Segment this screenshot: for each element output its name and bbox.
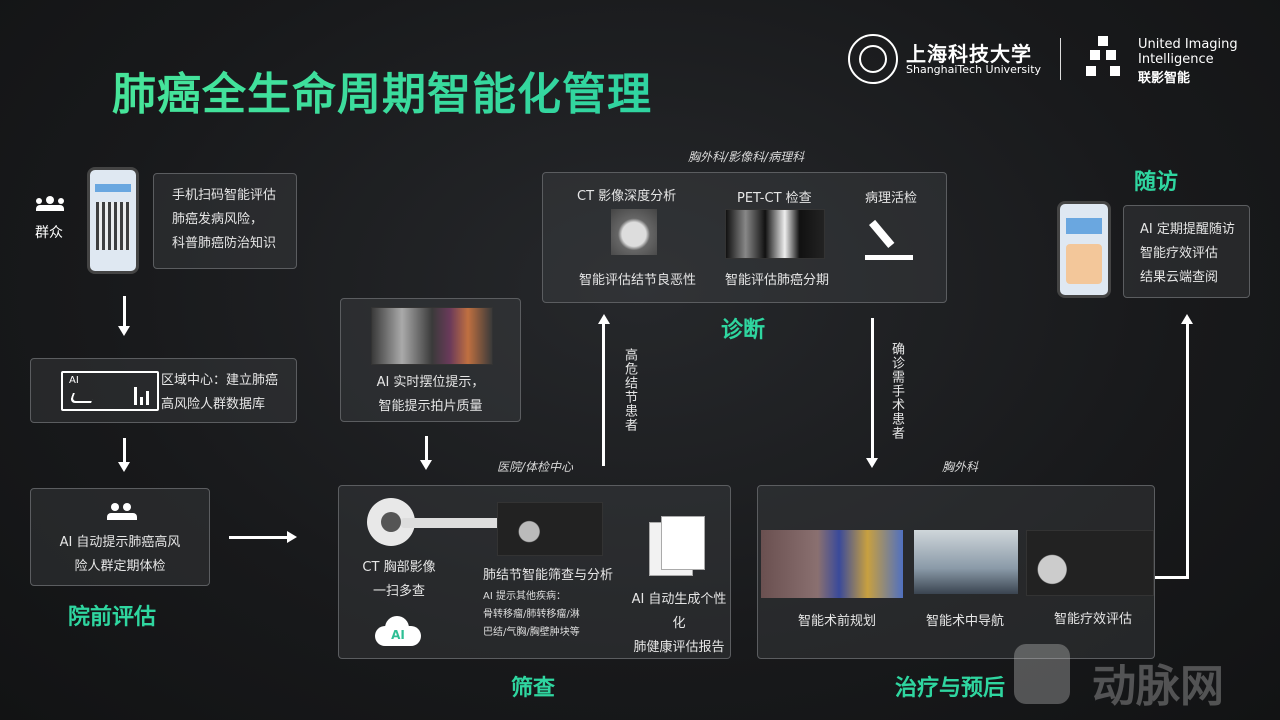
followup-line-2: 智能疗效评估 xyxy=(1140,246,1219,261)
positioning-line-1: AI 实时摆位提示， xyxy=(376,375,485,390)
ct-deep-sub: 智能评估结节良恶性 xyxy=(579,273,697,288)
pre-eval-box-2-line-2: 高风险人群数据库 xyxy=(161,397,266,412)
screening-box: CT 胸部影像 一扫多查 AI 肺结节智能筛查与分析 AI 提示其他疾病： 骨转… xyxy=(338,485,731,659)
ai-dashboard-icon: AI xyxy=(61,371,159,411)
petct-label: PET-CT 检查 xyxy=(737,191,812,206)
uii-logo-icon xyxy=(1086,36,1122,80)
uii-name-en-1: United Imaging xyxy=(1138,37,1238,52)
pre-eval-box-3-line-2: 险人群定期体检 xyxy=(74,559,166,574)
arrow-elbow-v xyxy=(1186,324,1189,579)
treatment-item-1: 智能术前规划 xyxy=(798,614,877,629)
shanghaitech-name-en: ShanghaiTech University xyxy=(906,63,1042,76)
screening-dept: 医院/体检中心 xyxy=(497,460,574,474)
pre-eval-box-3-line-1: AI 自动提示肺癌高风 xyxy=(59,535,181,550)
pre-eval-box-1-line-2: 肺癌发病风险， xyxy=(172,212,264,227)
uii-name-en-2: Intelligence xyxy=(1138,52,1214,67)
diagnosis-box: CT 影像深度分析 智能评估结节良恶性 PET-CT 检查 智能评估肺癌分期 病… xyxy=(542,172,947,303)
arrow-right-1-head xyxy=(287,531,297,543)
petct-sub: 智能评估肺癌分期 xyxy=(725,273,830,288)
nodule-label: 肺结节智能筛查与分析 xyxy=(483,568,614,583)
other-diseases-line-2: 骨转移瘤/肺转移瘤/淋 xyxy=(483,609,580,620)
arrow-up-1 xyxy=(602,324,605,466)
arrow-down-3-head xyxy=(420,460,432,470)
treatment-box: 智能术前规划 智能术中导航 智能疗效评估 xyxy=(757,485,1155,659)
treatment-item-3: 智能疗效评估 xyxy=(1054,612,1133,627)
preop-planning-image xyxy=(761,530,903,598)
followup-line-3: 结果云端查阅 xyxy=(1140,270,1219,285)
page-title: 肺癌全生命周期智能化管理 xyxy=(112,58,652,122)
arrow-up-1-head xyxy=(598,314,610,324)
pre-eval-box-2-line-1: 区域中心：建立肺癌 xyxy=(161,373,279,388)
nodule-ct-thumbnail xyxy=(611,209,657,255)
treatment-label: 治疗与预后 xyxy=(895,676,1006,701)
ct-line-1: CT 胸部影像 xyxy=(362,560,436,575)
seal-icon xyxy=(859,45,887,73)
ct-line-2: 一扫多查 xyxy=(372,584,425,599)
pre-eval-box-1: 手机扫码智能评估 肺癌发病风险， 科普肺癌防治知识 xyxy=(153,173,297,269)
arrow-elbow-head xyxy=(1181,314,1193,324)
arrow-down-3 xyxy=(425,436,428,460)
pre-eval-label: 院前评估 xyxy=(68,605,157,630)
diagnosis-label: 诊断 xyxy=(721,318,766,343)
public-label: 群众 xyxy=(35,225,63,241)
arrow-down-1 xyxy=(123,296,126,326)
pre-eval-box-2: AI 区域中心：建立肺癌 高风险人群数据库 xyxy=(30,358,297,423)
followup-line-1: AI 定期提醒随访 xyxy=(1140,222,1235,237)
nodule-screening-thumbnail xyxy=(497,502,603,556)
positioning-box: AI 实时摆位提示， 智能提示拍片质量 xyxy=(340,298,521,422)
report-line-2: 肺健康评估报告 xyxy=(633,640,725,655)
arrow-down-text: 确诊需手术患者 xyxy=(889,342,904,440)
diagnosis-dept: 胸外科/影像科/病理科 xyxy=(688,150,805,164)
treatment-dept: 胸外科 xyxy=(942,460,979,474)
pre-eval-box-1-line-3: 科普肺癌防治知识 xyxy=(172,236,277,251)
logo-divider xyxy=(1060,38,1061,80)
qr-code-icon xyxy=(96,202,130,250)
shanghaitech-logo xyxy=(848,34,898,84)
lung-ct-thumbnail xyxy=(371,307,493,365)
biopsy-label: 病理活检 xyxy=(865,191,918,206)
arrow-down-2-head xyxy=(118,462,130,472)
people-icon xyxy=(36,196,64,212)
followup-label: 随访 xyxy=(1134,170,1179,195)
arrow-down-4-head xyxy=(866,458,878,468)
followup-phone-image xyxy=(1057,201,1111,298)
treatment-item-2: 智能术中导航 xyxy=(926,614,1005,629)
other-diseases-line-3: 巴结/气胸/胸壁肿块等 xyxy=(483,627,580,638)
cloud-ai-icon: AI xyxy=(375,610,421,650)
arrow-right-1 xyxy=(229,536,287,539)
efficacy-eval-image xyxy=(1026,530,1154,596)
arrow-down-2 xyxy=(123,438,126,462)
pipette-icon xyxy=(861,219,913,267)
intraop-nav-image xyxy=(914,530,1018,594)
pre-eval-box-1-line-1: 手机扫码智能评估 xyxy=(172,188,277,203)
screening-label: 筛查 xyxy=(511,676,556,701)
shanghaitech-name-cn: 上海科技大学 xyxy=(906,42,1032,66)
watermark-text: 动脉网 xyxy=(1092,661,1224,712)
followup-box: AI 定期提醒随访 智能疗效评估 结果云端查阅 xyxy=(1123,205,1250,298)
ct-scanner-image xyxy=(367,498,507,548)
users-icon xyxy=(107,503,137,521)
petct-thumbnail xyxy=(725,209,825,259)
arrow-elbow-h xyxy=(1155,576,1189,579)
arrow-down-4 xyxy=(871,318,874,458)
arrow-up-text: 高危结节患者 xyxy=(622,348,637,432)
uii-name-cn: 联影智能 xyxy=(1138,71,1191,86)
arrow-down-1-head xyxy=(118,326,130,336)
other-diseases-line-1: AI 提示其他疾病： xyxy=(483,591,566,602)
pre-eval-box-3: AI 自动提示肺癌高风 险人群定期体检 xyxy=(30,488,210,586)
report-line-1: AI 自动生成个性化 xyxy=(631,592,727,631)
report-document-image xyxy=(649,516,707,576)
ct-deep-label: CT 影像深度分析 xyxy=(577,189,677,204)
positioning-line-2: 智能提示拍片质量 xyxy=(378,399,483,414)
phone-qr-image xyxy=(87,167,139,274)
watermark-logo-icon xyxy=(1014,644,1070,704)
